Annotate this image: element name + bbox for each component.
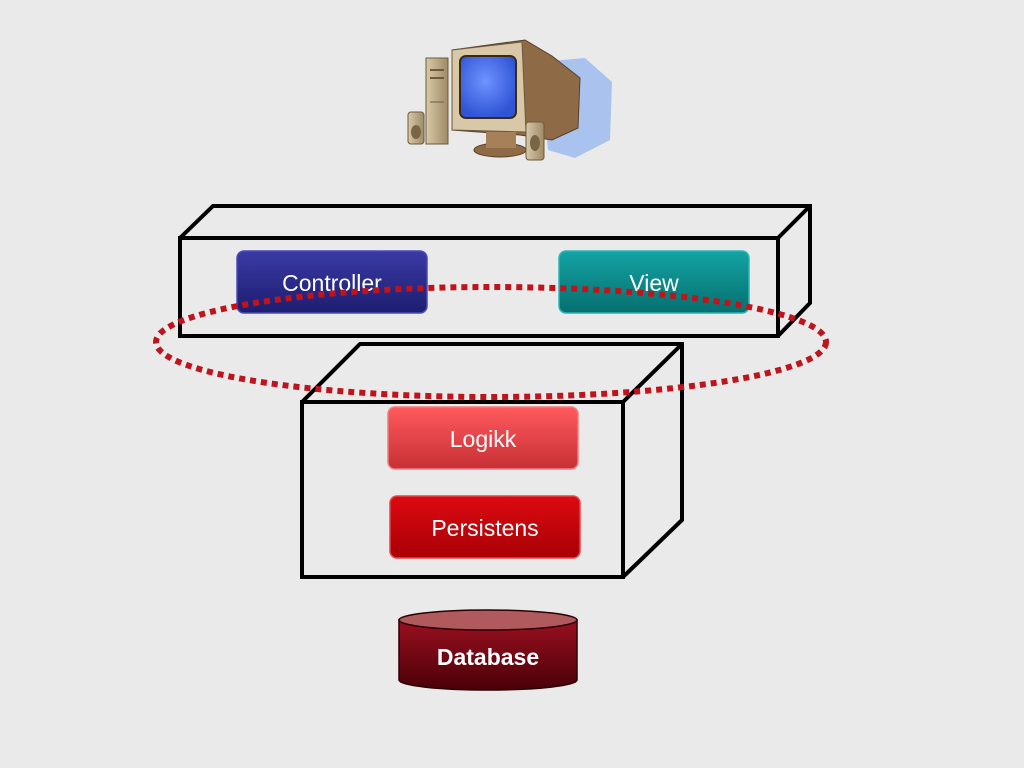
- logic-label: Logikk: [450, 426, 517, 452]
- highlight-ring: [153, 284, 829, 400]
- view-box: View: [558, 250, 750, 314]
- logic-box: Logikk: [387, 406, 579, 470]
- presentation-layer-box: [178, 204, 812, 338]
- desktop-computer-icon: [407, 39, 612, 161]
- business-layer-box: [300, 342, 684, 579]
- database-label: Database: [437, 644, 539, 670]
- persistence-box: Persistens: [389, 495, 581, 559]
- persistence-label: Persistens: [431, 515, 538, 541]
- database-cylinder-icon: Database: [398, 609, 578, 691]
